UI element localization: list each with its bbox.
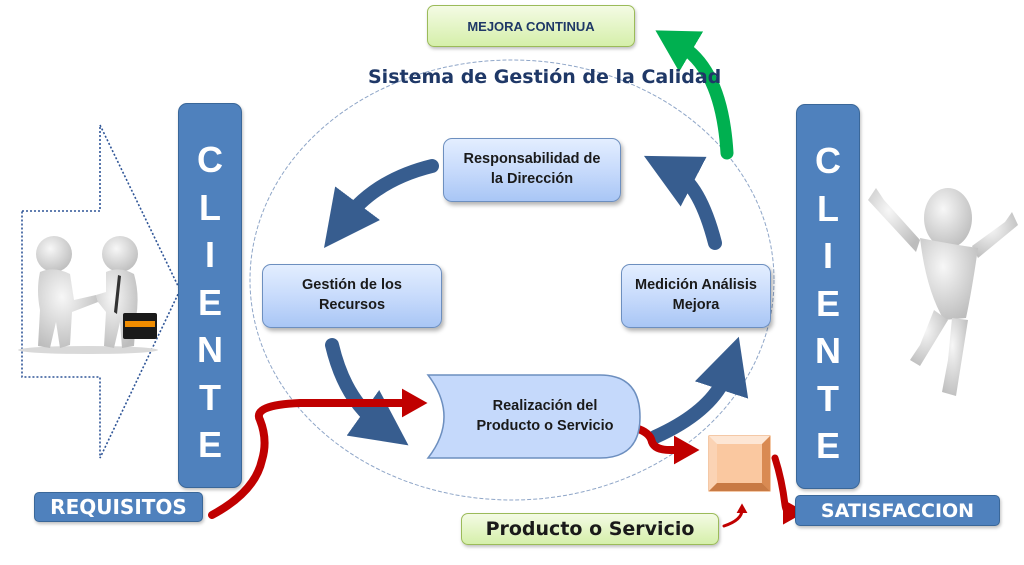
mejora-continua-text: MEJORA CONTINUA <box>467 18 595 34</box>
mejora-continua-label: MEJORA CONTINUA <box>427 5 635 47</box>
cliente-right-letter: L <box>817 187 839 229</box>
process-gestion-recursos: Gestión de los Recursos <box>262 264 442 328</box>
cliente-right-bar: C L I E N T E <box>796 104 860 489</box>
cliente-right-letter: T <box>817 377 839 419</box>
product-box-icon <box>708 435 771 492</box>
cliente-left-bar: C L I E N T E <box>178 103 242 488</box>
process-medicion-analisis-mejora: Medición Análisis Mejora <box>621 264 771 328</box>
producto-servicio-text: Producto o Servicio <box>485 518 695 540</box>
process-medicion-text: Medición Análisis Mejora <box>635 277 757 313</box>
cliente-left-letter: C <box>197 139 223 180</box>
realizacion-shape <box>426 374 641 459</box>
handshake-figures-icon <box>18 236 158 354</box>
happy-customer-figure-icon <box>868 188 1018 396</box>
process-recursos-text: Gestión de los Recursos <box>302 277 402 313</box>
satisfaction-flow-arrow <box>771 454 806 525</box>
cliente-right-letter: I <box>822 235 833 276</box>
cliente-left-letter: E <box>197 281 222 323</box>
cliente-left-letter: E <box>197 424 222 465</box>
cliente-left-letter: N <box>197 329 223 370</box>
process-realizacion-producto: Realización del Producto o Servicio <box>455 375 635 458</box>
process-responsabilidad-text: Responsabilidad de la Dirección <box>463 151 601 187</box>
cliente-right-letter: E <box>815 425 840 466</box>
cliente-right-letter: C <box>815 140 841 181</box>
satisfaccion-label: SATISFACCION <box>795 495 1000 526</box>
cycle-arrow-realizacion-to-medicion <box>648 336 749 444</box>
requisitos-label: REQUISITOS <box>34 492 203 522</box>
requisitos-text: REQUISITOS <box>50 495 187 519</box>
cliente-left-letter: T <box>199 376 221 418</box>
cycle-arrow-recursos-to-realizacion <box>325 338 409 446</box>
cycle-arrow-medicion-to-direccion <box>643 155 722 250</box>
input-arrow-outline <box>21 124 181 459</box>
continuous-improvement-arrow <box>655 30 734 160</box>
cliente-left-letter: L <box>199 186 221 228</box>
cliente-right-letter: E <box>815 282 840 324</box>
process-responsabilidad-direccion: Responsabilidad de la Dirección <box>443 138 621 202</box>
cliente-right-letter: N <box>815 330 841 371</box>
quality-system-boundary <box>249 59 775 501</box>
satisfaccion-text: SATISFACCION <box>820 499 975 522</box>
process-realizacion-text: Realización del Producto o Servicio <box>476 397 614 434</box>
requirements-flow-arrow <box>208 388 428 519</box>
cycle-arrow-direccion-to-recursos <box>323 159 439 248</box>
diagram-title: Sistema de Gestión de la Calidad <box>368 66 722 88</box>
producto-servicio-label: Producto o Servicio <box>461 513 719 545</box>
output-flow-arrow <box>631 424 700 465</box>
cliente-left-letter: I <box>204 234 215 275</box>
product-pointer-arrow <box>722 503 748 528</box>
